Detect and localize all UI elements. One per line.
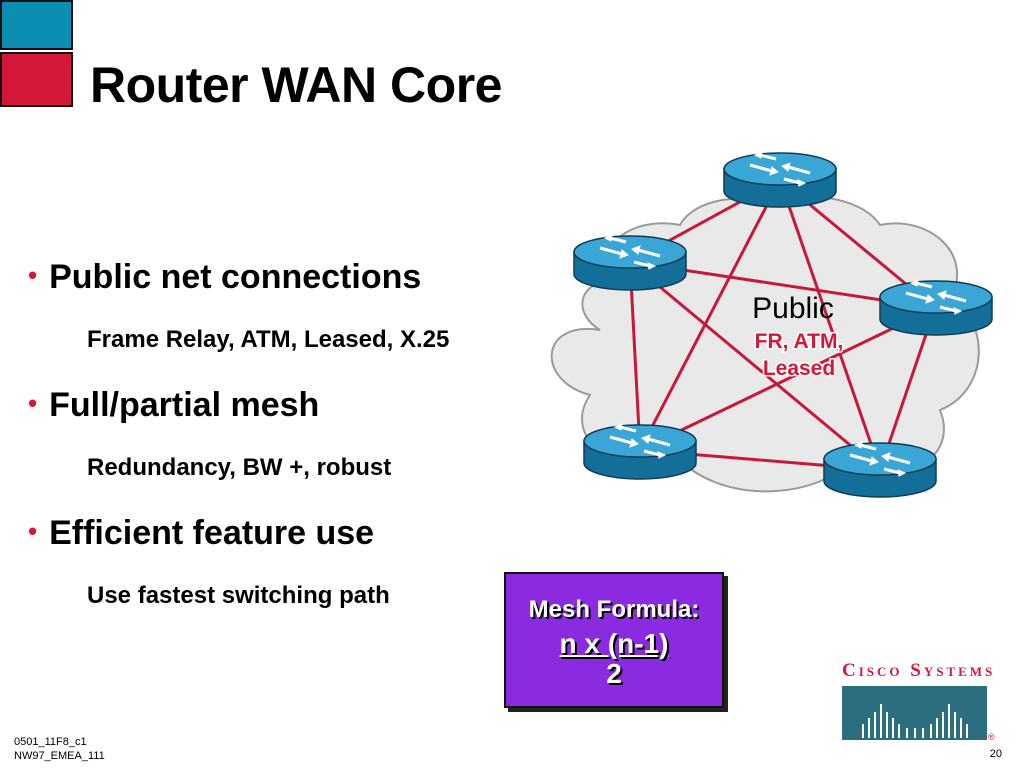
- decor-red-square: [0, 52, 73, 107]
- bullet-2: • Full/partial mesh: [28, 386, 319, 425]
- router-icon: [582, 422, 698, 481]
- mesh-link: [638, 179, 782, 451]
- cisco-logo-text: Cisco Systems: [842, 660, 996, 681]
- router-icon: [822, 440, 938, 499]
- bullet-3-sub: Use fastest switching path: [87, 582, 390, 609]
- cisco-bridge-icon: [862, 704, 968, 738]
- registered-mark: ®: [988, 732, 995, 742]
- mesh-link: [639, 306, 936, 452]
- formula-denominator: 2: [606, 658, 622, 689]
- router-icon: [722, 150, 838, 209]
- slide-title: Router WAN Core: [90, 57, 502, 113]
- mesh-link: [628, 261, 642, 451]
- bullet-3-text: Efficient feature use: [49, 514, 375, 552]
- bullet-1: • Public net connections: [28, 258, 421, 297]
- mesh-link: [778, 179, 882, 471]
- bullet-2-sub: Redundancy, BW +, robust: [87, 454, 392, 481]
- cloud-sublabel-2: Leased: [763, 357, 835, 380]
- bullet-1-sub: Frame Relay, ATM, Leased, X.25: [87, 326, 450, 353]
- bullet-dot: •: [28, 260, 38, 290]
- cloud-sublabel-1: FR, ATM,: [755, 330, 844, 353]
- bullet-3: • Efficient feature use: [28, 514, 374, 553]
- mesh-formula-box: Mesh Formula: n x (n-1) 2: [504, 572, 724, 708]
- mesh-link: [629, 260, 881, 472]
- router-icon: [572, 233, 688, 292]
- footer-code-1: 0501_11F8_c1: [14, 736, 87, 748]
- router-icon: [878, 278, 994, 337]
- footer-code-2: NW97_EMEA_111: [14, 750, 105, 762]
- formula-title: Mesh Formula:: [528, 596, 700, 623]
- decor-blue-square: [0, 0, 73, 50]
- cisco-logo-bridge: [842, 686, 987, 740]
- bullet-dot: •: [28, 516, 38, 546]
- bullet-1-text: Public net connections: [49, 258, 422, 296]
- bullet-2-text: Full/partial mesh: [49, 386, 320, 424]
- formula-numerator: n x (n-1): [559, 628, 669, 659]
- cloud-label: Public: [752, 292, 834, 325]
- page-number: 20: [989, 748, 1002, 760]
- bullet-dot: •: [28, 388, 38, 418]
